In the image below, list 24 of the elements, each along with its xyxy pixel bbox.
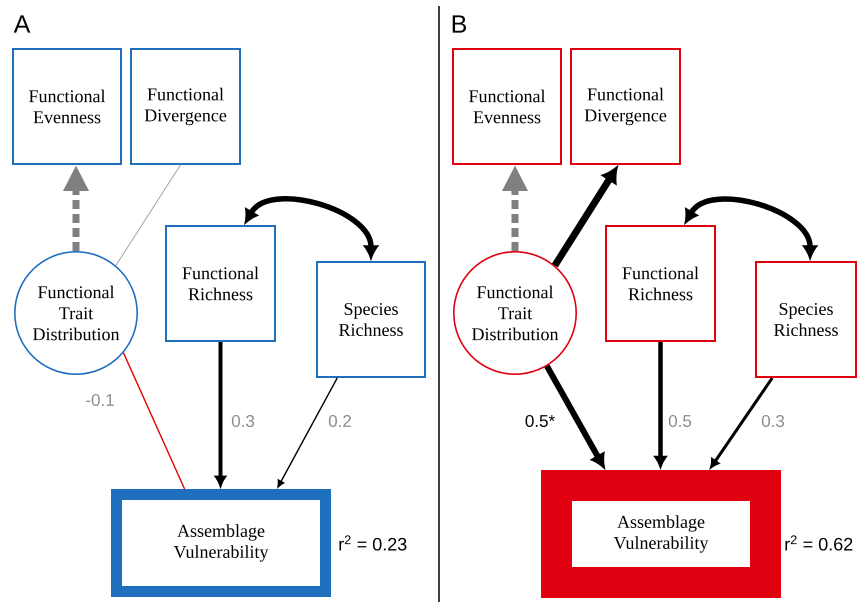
path-coefficient: -0.1 — [84, 392, 116, 408]
variable-box: Functional Richness — [605, 225, 716, 342]
path-arrow — [277, 378, 338, 488]
path-coefficient: 0.3 — [760, 413, 786, 428]
variable-box: Functional Richness — [165, 225, 276, 342]
variable-box: Functional Evenness — [12, 48, 122, 165]
variable-box: Species Richness — [316, 261, 426, 378]
r-squared-label: r$^{2}$ = 0.23 — [339, 535, 406, 551]
path-arrow — [654, 342, 666, 468]
outcome-box: Assemblage Vulnerability — [111, 489, 331, 597]
r-squared-label: r$^{2}$ = 0.62 — [785, 535, 852, 551]
path-arrow — [710, 377, 774, 468]
path-coefficient: 0.3 — [230, 413, 256, 428]
path-arrow — [544, 364, 605, 468]
variable-box: Functional Divergence — [570, 48, 681, 165]
path-arrow — [552, 168, 618, 268]
path-coefficient: 0.2 — [326, 413, 354, 428]
path-arrow — [214, 342, 226, 486]
variable-box: Functional Evenness — [452, 48, 562, 165]
path-coefficient: 0.5 — [666, 413, 694, 428]
path-coefficient: 0.5* — [523, 413, 557, 428]
variable-box: Species Richness — [755, 261, 857, 378]
variable-box: Functional Divergence — [130, 48, 241, 165]
outcome-box: Assemblage Vulnerability — [541, 470, 781, 598]
